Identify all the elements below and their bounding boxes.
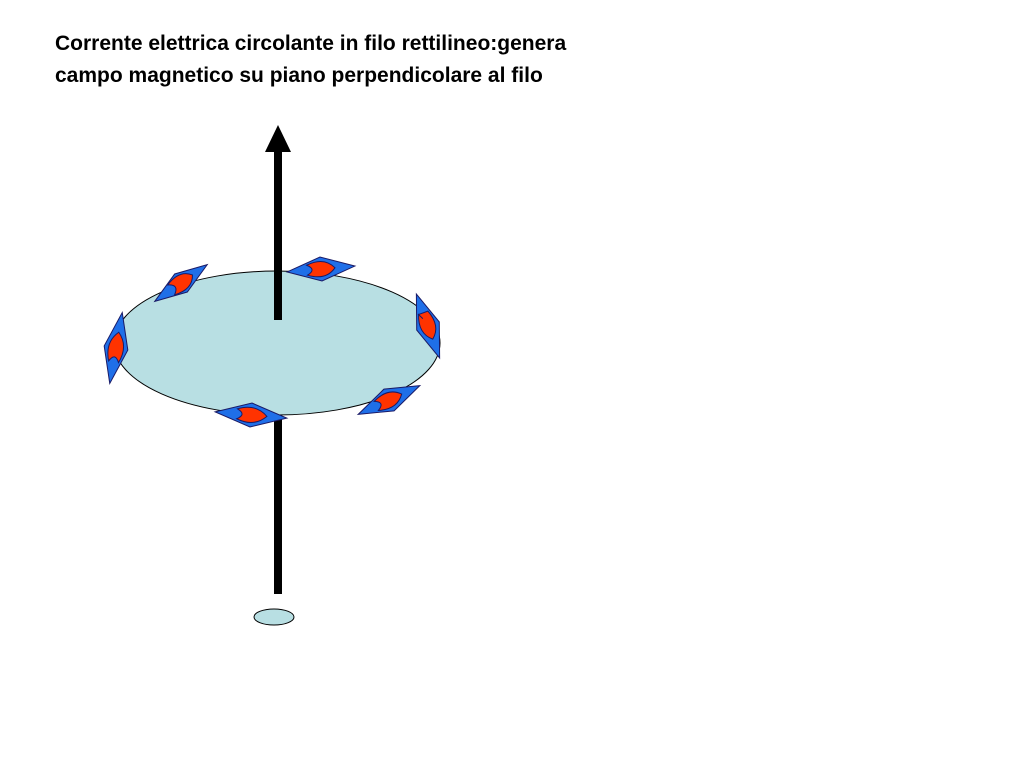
compass-needle-icon bbox=[285, 256, 357, 282]
wire-cross-section bbox=[253, 608, 295, 626]
title-line-1: Corrente elettrica circolante in filo re… bbox=[55, 32, 567, 55]
arrow-up-icon bbox=[265, 125, 291, 152]
compass-needle-icon bbox=[153, 263, 209, 303]
compass-needle-icon bbox=[356, 384, 422, 416]
slide-title: Corrente elettrica circolante in filo re… bbox=[55, 28, 735, 92]
compass-needle-icon bbox=[103, 310, 129, 386]
compass-needle-icon bbox=[213, 402, 289, 428]
title-line-2: campo magnetico su piano perpendicolare … bbox=[55, 64, 543, 87]
compass-needle-icon bbox=[415, 292, 441, 360]
